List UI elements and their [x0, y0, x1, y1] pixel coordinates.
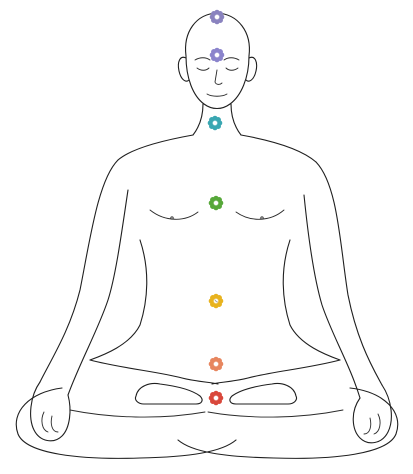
chakra-throat-icon: [208, 116, 223, 131]
crossed-legs: [16, 360, 398, 458]
chakra-sacral-icon: [209, 357, 224, 372]
chakra-crown-icon: [210, 10, 225, 25]
chakra-root-icon: [209, 391, 224, 406]
chakra-solar-plexus-icon: [209, 294, 224, 309]
torso: [40, 135, 382, 398]
chakra-markers: [208, 10, 225, 406]
chakra-third-eye-icon: [210, 48, 225, 63]
chakra-heart-icon: [209, 196, 224, 211]
